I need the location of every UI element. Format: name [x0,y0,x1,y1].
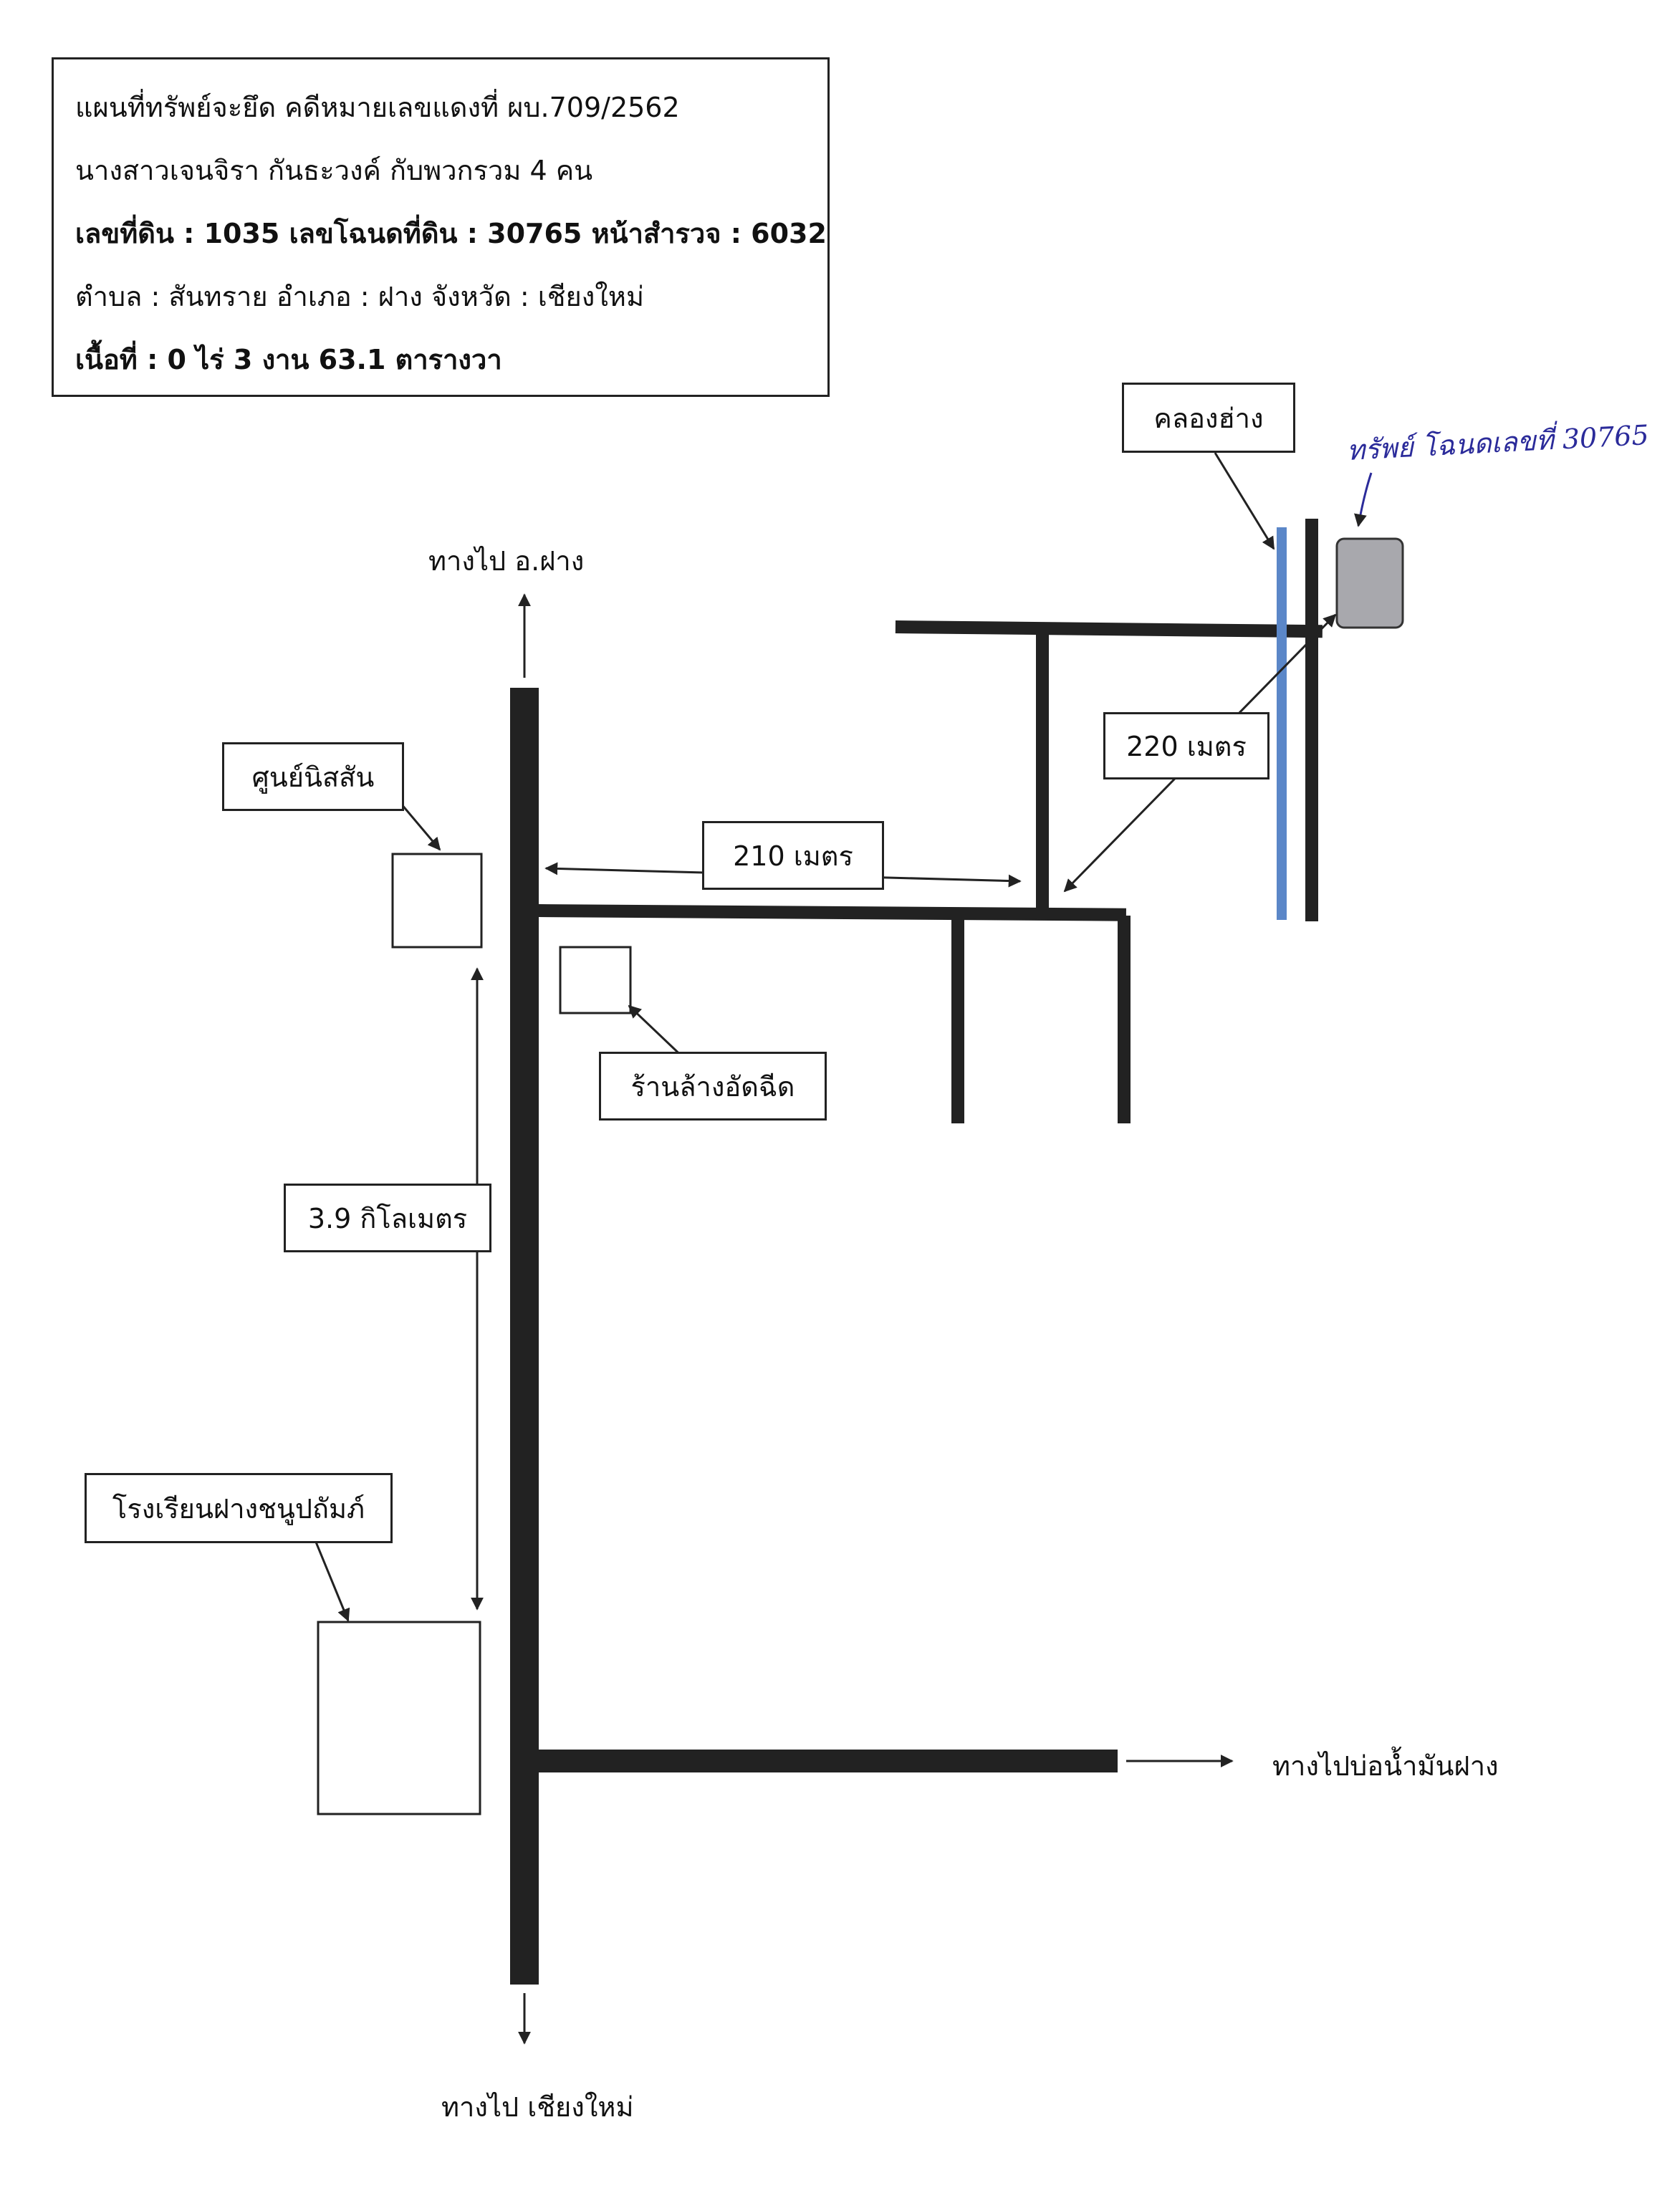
direction-to-chiangmai: ทางไป เชียงใหม่ [441,2091,634,2123]
school-building [317,1621,481,1815]
property-parcel [1335,537,1404,629]
pointer-nissan [400,803,441,851]
distance-220m-label: 220 เมตร [1103,712,1269,779]
side-road-branch-left [951,916,964,1123]
car-wash-label: ร้านล้างอัดฉีด [599,1052,827,1121]
property-road [1305,519,1318,921]
nissan-center-label: ศูนย์นิสสัน [222,742,404,811]
direction-to-fang: ทางไป อ.ฝาง [428,545,585,577]
canal-line [1277,527,1287,920]
side-road-branch-right [1118,916,1131,1123]
header-area: เนื้อที่ : 0 ไร่ 3 งาน 63.1 ตารางวา [75,344,502,375]
distance-210m-label: 210 เมตร [702,821,884,890]
main-road [510,688,539,1985]
car-wash-building [559,946,632,1014]
top-road [895,620,1323,638]
connector-road-vertical [1036,634,1049,919]
pointer-handwritten [1354,472,1373,527]
pointer-school [314,1540,350,1622]
header-location: ตำบล : สันทราย อำเภอ : ฝาง จังหวัด : เชี… [75,281,645,312]
header-case-title: แผนที่ทรัพย์จะยึด คดีหมายเลขแดงที่ ผบ.70… [75,92,680,123]
direction-to-oilwell: ทางไปบ่อน้ำมันฝาง [1272,1750,1499,1782]
canal-label: คลองฮ่าง [1122,383,1295,453]
property-info-box: แผนที่ทรัพย์จะยึด คดีหมายเลขแดงที่ ผบ.70… [52,57,830,397]
header-land-numbers: เลขที่ดิน : 1035 เลขโฉนดที่ดิน : 30765 ห… [75,218,827,249]
pointer-canal [1214,452,1275,550]
road-to-oilwell [539,1750,1118,1772]
header-owner: นางสาวเจนจิรา กันธะวงค์ กับพวกรวม 4 คน [75,155,593,186]
nissan-center-building [391,853,483,949]
side-road-to-property [538,904,1126,921]
school-label: โรงเรียนฝางชนูปถัมภ์ [85,1473,393,1543]
distance-3-9km-label: 3.9 กิโลเมตร [284,1184,491,1252]
